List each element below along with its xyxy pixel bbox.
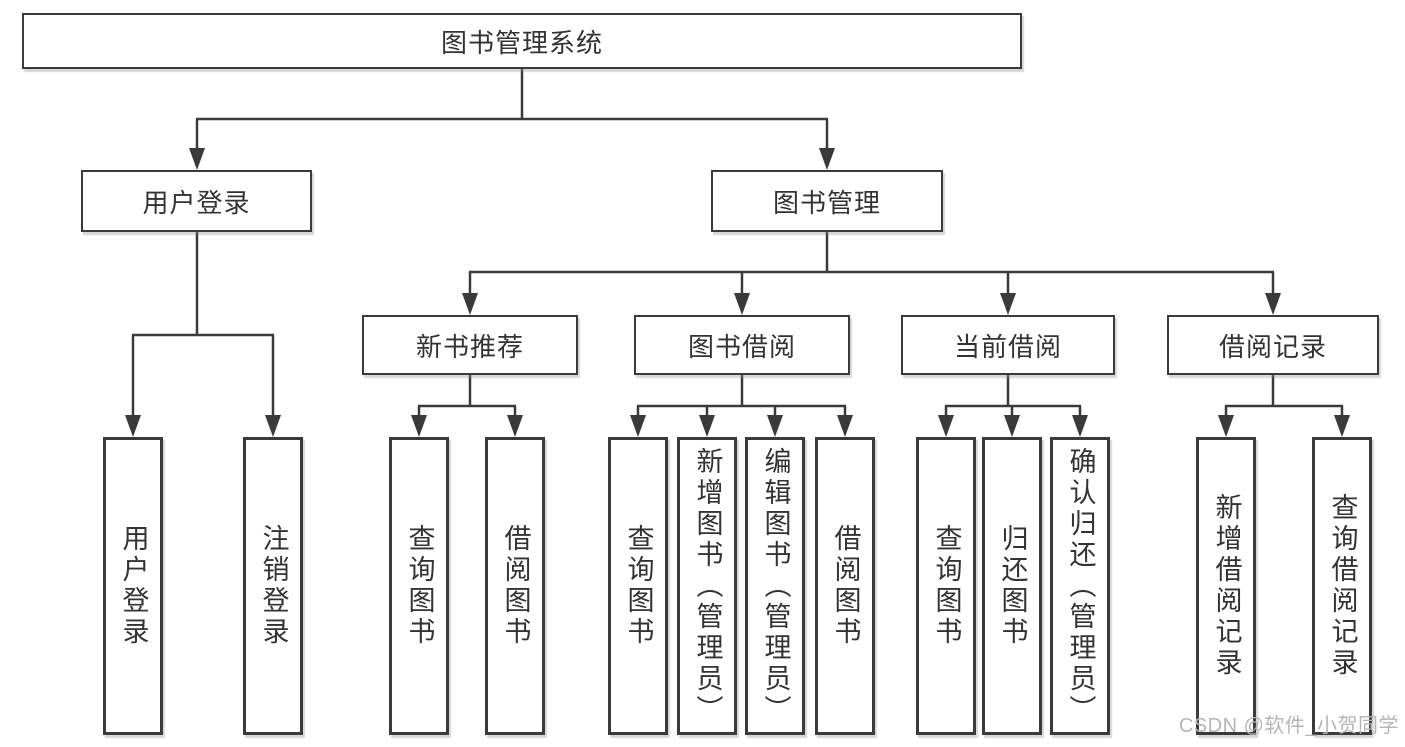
leaf-query-books-recommend: 查询图书 xyxy=(389,437,449,735)
leaf-query-books-current: 查询图书 xyxy=(916,437,976,735)
node-new-book-recommend: 新书推荐 xyxy=(362,315,578,375)
leaf-borrow-books-recommend: 借阅图书 xyxy=(485,437,545,735)
leaf-add-books-admin: 新增图书（管理员） xyxy=(677,437,737,735)
node-book-borrowing: 图书借阅 xyxy=(634,315,850,375)
leaf-edit-books-admin: 编辑图书（管理员） xyxy=(745,437,805,735)
node-borrowing-records: 借阅记录 xyxy=(1167,315,1379,375)
leaf-query-borrow-record: 查询借阅记录 xyxy=(1312,437,1372,735)
leaf-user-login: 用户登录 xyxy=(103,437,163,735)
leaf-return-books: 归还图书 xyxy=(982,437,1042,735)
leaf-add-borrow-record: 新增借阅记录 xyxy=(1196,437,1256,735)
node-current-borrowing: 当前借阅 xyxy=(901,315,1115,375)
node-root-library-system: 图书管理系统 xyxy=(22,13,1022,69)
leaf-logout: 注销登录 xyxy=(243,437,303,735)
leaf-confirm-return-admin: 确认归还（管理员） xyxy=(1050,437,1110,735)
node-user-login: 用户登录 xyxy=(81,170,312,232)
node-book-management: 图书管理 xyxy=(711,170,943,232)
csdn-watermark: CSDN @软件_小贺同学 xyxy=(1178,715,1399,737)
leaf-borrow-books: 借阅图书 xyxy=(815,437,875,735)
leaf-query-books-borrowing: 查询图书 xyxy=(608,437,668,735)
